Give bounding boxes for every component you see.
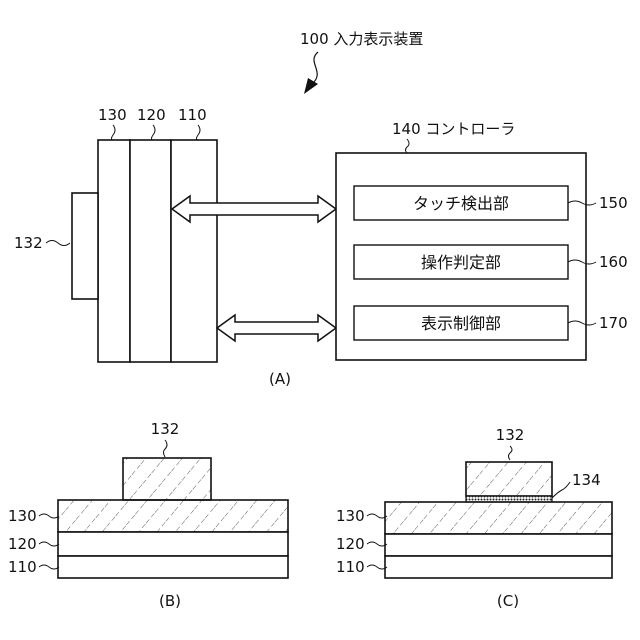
b-layer-120 xyxy=(58,532,288,556)
b-part-132-leader xyxy=(164,440,168,457)
figure-a: 100 入力表示装置 130 120 110 132 140 コントローラ タッ… xyxy=(14,30,628,388)
c-part-134-label: 134 xyxy=(572,471,601,489)
double-arrow-lower xyxy=(217,315,336,341)
c-layer-120 xyxy=(385,534,612,556)
c-part-132-label: 132 xyxy=(496,426,525,444)
c-layer-130-leader xyxy=(367,514,387,518)
display-control-unit-text: 表示制御部 xyxy=(421,314,501,333)
c-layer-110 xyxy=(385,556,612,578)
caption-c: (C) xyxy=(497,592,519,610)
unit-160-label: 160 xyxy=(599,253,628,271)
b-layer-110-leader xyxy=(39,565,59,569)
b-part-132-label: 132 xyxy=(151,420,180,438)
layer-110-label: 110 xyxy=(178,106,207,124)
figure-c: 132 134 130 120 110 (C) xyxy=(336,426,612,610)
controller-label: 140 コントローラ xyxy=(392,120,515,138)
b-layer-120-leader xyxy=(39,542,59,546)
c-part-134 xyxy=(466,496,552,502)
device-label: 100 入力表示装置 xyxy=(300,30,423,48)
c-layer-130-label: 130 xyxy=(336,507,365,525)
layer-120 xyxy=(130,140,171,362)
figure-b: 132 130 120 110 (B) xyxy=(8,420,288,610)
layer-130 xyxy=(98,140,130,362)
c-layer-110-label: 110 xyxy=(336,558,365,576)
b-layer-130-label: 130 xyxy=(8,507,37,525)
c-layer-130 xyxy=(385,502,612,534)
b-layer-110-label: 110 xyxy=(8,558,37,576)
caption-b: (B) xyxy=(159,592,181,610)
touch-detection-unit-text: タッチ検出部 xyxy=(413,194,509,213)
layer-110 xyxy=(171,140,217,362)
c-part-132 xyxy=(466,462,552,496)
caption-a: (A) xyxy=(269,370,291,388)
b-layer-110 xyxy=(58,556,288,578)
c-part-134-leader xyxy=(552,482,570,498)
c-layer-120-label: 120 xyxy=(336,535,365,553)
controller-leader xyxy=(406,139,410,153)
unit-170-label: 170 xyxy=(599,314,628,332)
c-part-132-leader xyxy=(509,446,513,460)
layer-110-leader xyxy=(197,125,201,141)
layer-120-leader xyxy=(152,125,156,141)
device-leader-arrow xyxy=(312,52,318,84)
part-132-leader xyxy=(46,241,70,246)
layer-130-label: 130 xyxy=(98,106,127,124)
part-132-label: 132 xyxy=(14,234,43,252)
layer-120-label: 120 xyxy=(137,106,166,124)
c-layer-120-leader xyxy=(367,542,387,546)
b-part-132 xyxy=(123,458,211,500)
b-layer-130-leader xyxy=(39,514,59,518)
part-132 xyxy=(72,193,98,299)
c-layer-110-leader xyxy=(367,565,387,569)
layer-130-leader xyxy=(112,125,116,141)
b-layer-120-label: 120 xyxy=(8,535,37,553)
unit-150-label: 150 xyxy=(599,194,628,212)
operation-determination-unit-text: 操作判定部 xyxy=(421,253,501,272)
b-layer-130 xyxy=(58,500,288,532)
